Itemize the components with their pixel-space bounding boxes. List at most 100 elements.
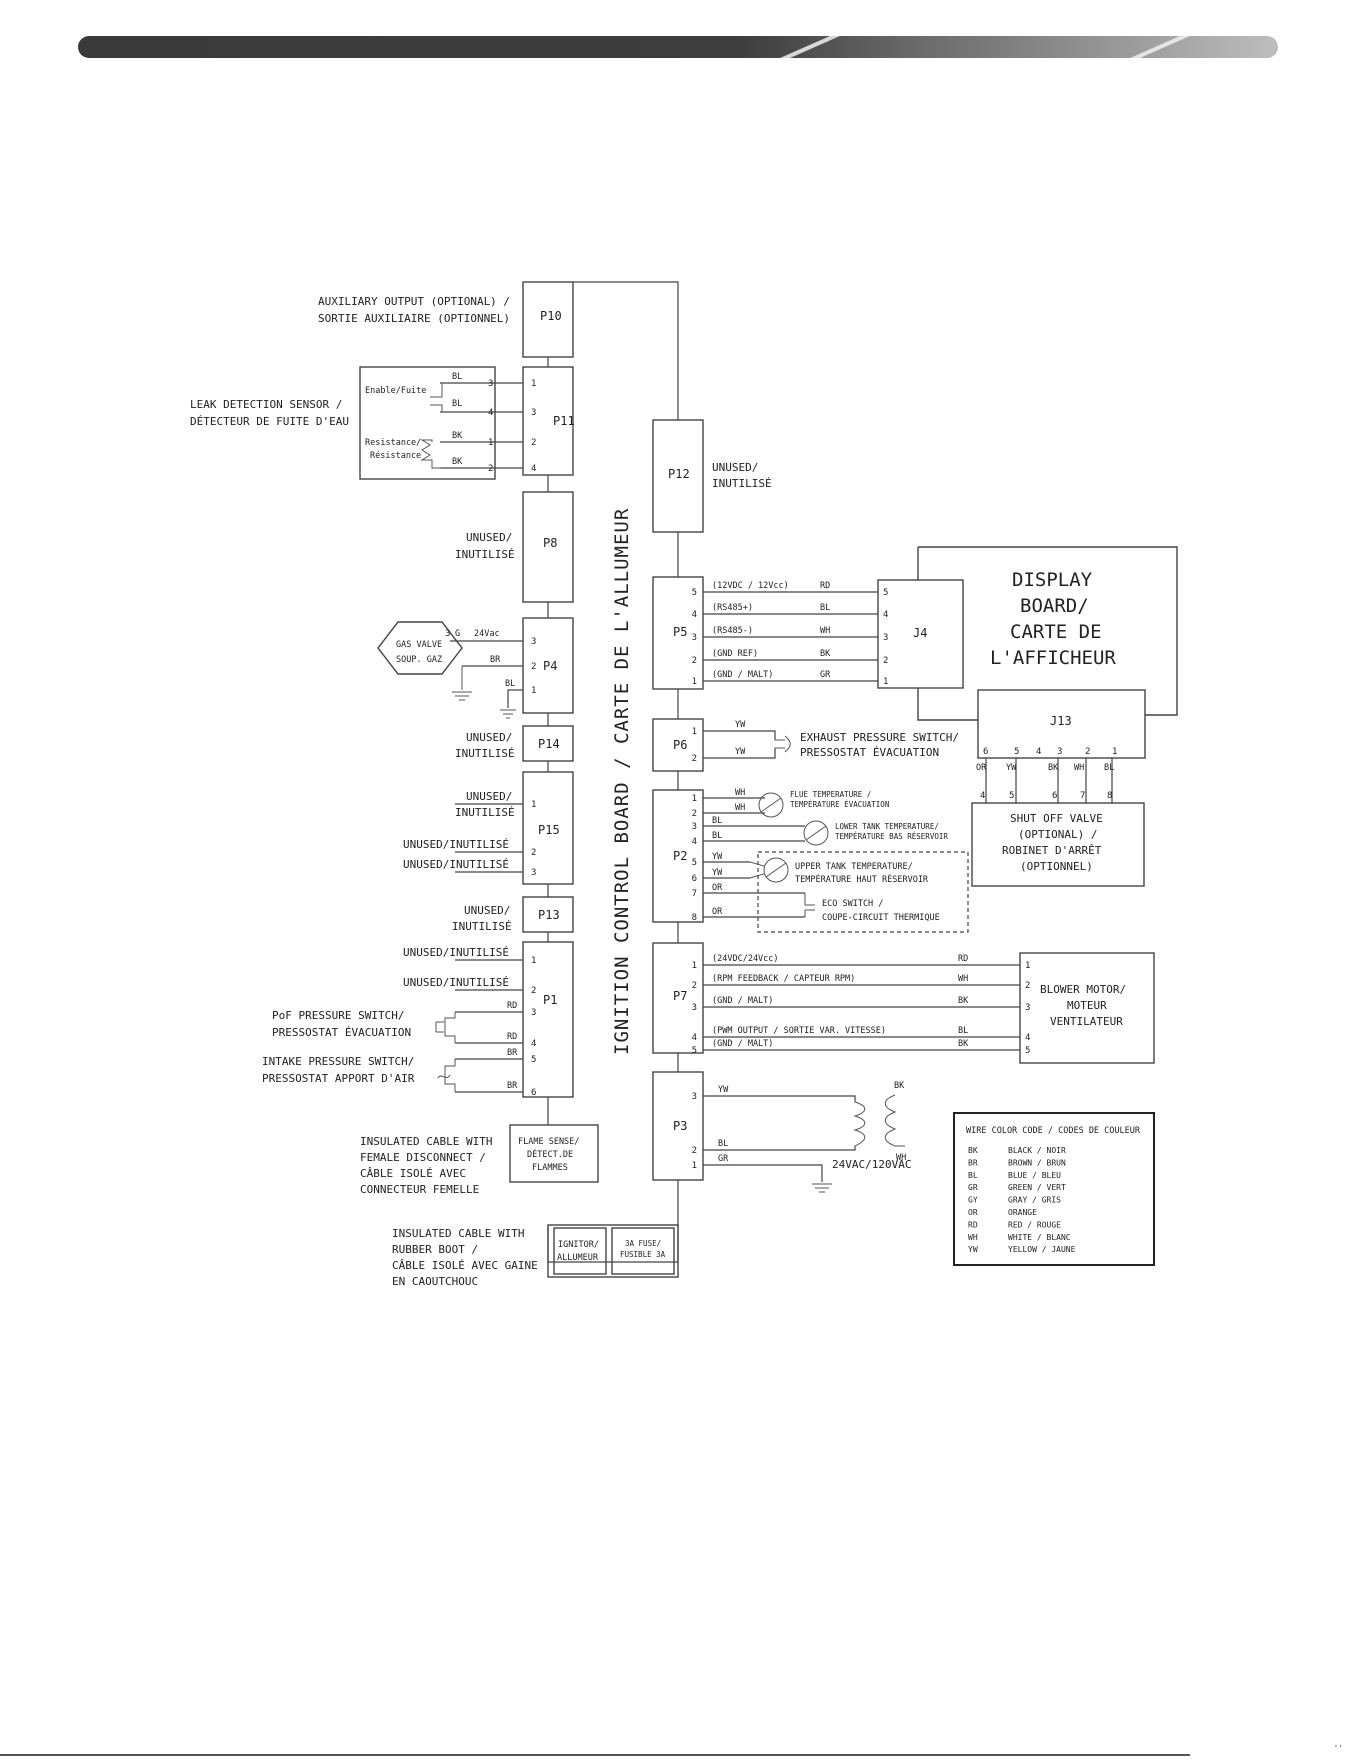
connector-j4: J4 xyxy=(913,626,927,640)
display-board-4: L'AFFICHEUR xyxy=(990,647,1116,669)
p12-unused-2: INUTILISÉ xyxy=(712,477,772,490)
p5-signal-4: (RS485+) xyxy=(712,603,753,613)
wire-color: BK xyxy=(958,1039,969,1049)
shut-off-label-1: SHUT OFF VALVE xyxy=(1010,812,1103,825)
page-corner-mark: ' ' xyxy=(1335,1744,1342,1755)
svg-text:2: 2 xyxy=(1025,981,1030,991)
eco-switch-label-2: COUPE-CIRCUIT THERMIQUE xyxy=(822,913,940,923)
cable1-label-4: CONNECTEUR FEMELLE xyxy=(360,1183,479,1196)
display-board-1: DISPLAY xyxy=(1012,569,1093,591)
legend-description: YELLOW / JAUNE xyxy=(1008,1245,1076,1254)
svg-text:4: 4 xyxy=(980,791,985,801)
wire-color: BL xyxy=(718,1139,728,1149)
p7-signal-4: (PWM OUTPUT / SORTIE VAR. VITESSE) xyxy=(712,1026,886,1036)
svg-text:1: 1 xyxy=(531,379,536,389)
connector-p3: P3 xyxy=(673,1119,687,1133)
svg-text:3: 3 xyxy=(1025,1003,1030,1013)
lower-temp-label-2: TEMPÉRATURE BAS RÉSERVOIR xyxy=(835,832,948,841)
svg-text:1: 1 xyxy=(692,794,697,804)
connector-p2: P2 xyxy=(673,849,687,863)
svg-text:3: 3 xyxy=(531,868,536,878)
connector-p1: P1 xyxy=(543,993,557,1007)
svg-text:3: 3 xyxy=(531,1008,536,1018)
leak-sensor-label-2: DÉTECTEUR DE FUITE D'EAU xyxy=(190,415,349,428)
connector-p7: P7 xyxy=(673,989,687,1003)
legend-description: GREEN / VERT xyxy=(1008,1183,1066,1192)
svg-text:6: 6 xyxy=(692,874,697,884)
svg-text:5: 5 xyxy=(692,858,697,868)
legend-code: BL xyxy=(968,1171,978,1180)
cable2-label-1: INSULATED CABLE WITH xyxy=(392,1227,524,1240)
header-bar xyxy=(78,36,1278,58)
svg-text:5: 5 xyxy=(692,588,697,598)
cable2-label-2: RUBBER BOOT / xyxy=(392,1243,478,1256)
p15-unused-3: UNUSED/INUTILISÉ xyxy=(403,858,509,871)
p15-unused-1: UNUSED/ xyxy=(466,790,512,803)
board-title: IGNITION CONTROL BOARD / CARTE DE L'ALLU… xyxy=(611,508,633,1055)
p1-unused-2: UNUSED/INUTILISÉ xyxy=(403,976,509,989)
svg-text:1: 1 xyxy=(488,438,493,448)
wire-color: WH xyxy=(735,788,745,798)
flue-temp-label-2: TEMPÉRATURE ÉVACUATION xyxy=(790,800,889,809)
svg-text:4: 4 xyxy=(1025,1033,1030,1043)
lower-temp-label-1: LOWER TANK TEMPERATURE/ xyxy=(835,822,939,831)
legend-description: BROWN / BRUN xyxy=(1008,1158,1066,1167)
wire-color: BL xyxy=(712,831,722,841)
legend-description: BLACK / NOIR xyxy=(1008,1146,1066,1155)
legend-code: RD xyxy=(968,1220,978,1229)
wire-color: BK xyxy=(894,1081,905,1091)
legend-title: WIRE COLOR CODE / CODES DE COULEUR xyxy=(966,1126,1141,1136)
wire-color: BR xyxy=(507,1048,518,1058)
p13-unused-1: UNUSED/ xyxy=(464,904,510,917)
wire-color: BR xyxy=(490,655,501,665)
exhaust-switch-label-2: PRESSOSTAT ÉVACUATION xyxy=(800,746,939,759)
svg-text:4: 4 xyxy=(692,837,697,847)
connector-p11: P11 xyxy=(553,414,575,428)
svg-text:8: 8 xyxy=(1107,791,1112,801)
svg-text:2: 2 xyxy=(531,848,536,858)
wire-color: RD xyxy=(958,954,968,964)
legend-code: YW xyxy=(968,1245,978,1254)
exhaust-switch-label-1: EXHAUST PRESSURE SWITCH/ xyxy=(800,731,959,744)
svg-text:6: 6 xyxy=(531,1088,536,1098)
aux-output-label-1: AUXILIARY OUTPUT (OPTIONAL) / xyxy=(318,295,510,308)
p7-signal-5: (GND / MALT) xyxy=(712,1039,773,1049)
cable1-label-2: FEMALE DISCONNECT / xyxy=(360,1151,486,1164)
p1-unused-1: UNUSED/INUTILISÉ xyxy=(403,946,509,959)
resistance-label-2: Résistance xyxy=(370,450,421,461)
svg-text:3: 3 xyxy=(692,633,697,643)
svg-text:2: 2 xyxy=(692,656,697,666)
wire-color: BK xyxy=(452,431,463,441)
wire-color: YW xyxy=(712,868,723,878)
resistance-label-1: Resistance/ xyxy=(365,438,421,448)
svg-text:1: 1 xyxy=(692,677,697,687)
wire-color: BL xyxy=(452,372,462,382)
blower-label-3: VENTILATEUR xyxy=(1050,1015,1123,1028)
gas-valve-label-1: GAS VALVE xyxy=(396,640,442,650)
svg-text:4: 4 xyxy=(1036,747,1041,757)
legend-description: RED / ROUGE xyxy=(1008,1220,1061,1229)
legend-code: OR xyxy=(968,1208,978,1217)
svg-text:5: 5 xyxy=(1009,791,1014,801)
connector-p5: P5 xyxy=(673,625,687,639)
wire-color: BL xyxy=(820,603,830,613)
blower-label-2: MOTEUR xyxy=(1067,999,1107,1012)
flame-sense-3: FLAMMES xyxy=(532,1163,568,1173)
fuse-label-1: 3A FUSE/ xyxy=(625,1239,661,1248)
voltage-label: 24Vac xyxy=(474,629,500,639)
connector-p15: P15 xyxy=(538,823,560,837)
svg-text:5: 5 xyxy=(531,1055,536,1065)
svg-text:3: 3 xyxy=(1057,747,1062,757)
gas-valve-label-2: SOUP. GAZ xyxy=(396,655,442,665)
svg-text:7: 7 xyxy=(692,889,697,899)
svg-text:2: 2 xyxy=(1085,747,1090,757)
svg-text:5: 5 xyxy=(1025,1046,1030,1056)
p14-unused-2: INUTILISÉ xyxy=(455,747,515,760)
p5-signal-2: (GND REF) xyxy=(712,649,758,659)
wire-color: WH xyxy=(820,626,830,636)
wire-color: WH xyxy=(958,974,968,984)
cable2-label-3: CÂBLE ISOLÉ AVEC GAINE xyxy=(392,1259,538,1272)
wire-color: RD xyxy=(507,1001,517,1011)
intake-switch-label-1: INTAKE PRESSURE SWITCH/ xyxy=(262,1055,414,1068)
